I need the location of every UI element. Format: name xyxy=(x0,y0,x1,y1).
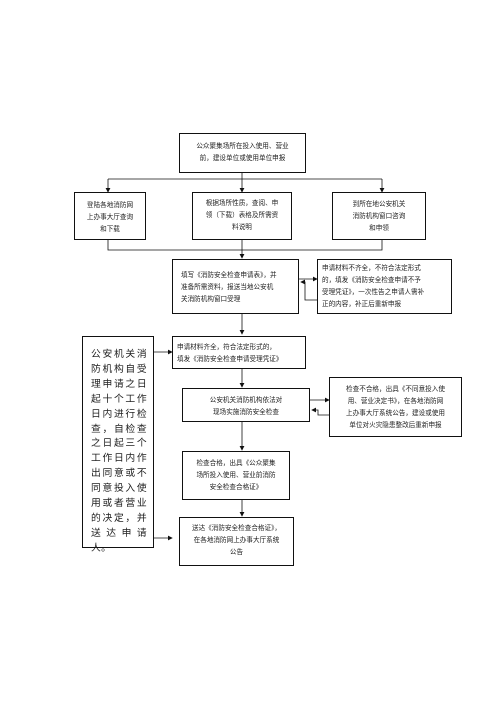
node-deliver-certificate-text: 送达《消防安全检查合格证》， 在各地消防网上办事大厅系统 公告 xyxy=(191,524,281,556)
node-fill-application: 填写《消防安全检查申请表》，并 准备所需资料，报送当地公安机 关消防机构窗口受理 xyxy=(172,259,299,314)
arrow-n9-n8 xyxy=(311,407,329,416)
node-deliver-certificate: 送达《消防安全检查合格证》， 在各地消防网上办事大厅系统 公告 xyxy=(179,517,294,566)
node-accepted: 申请材料齐全，符合法定形式的， 填发《消防安全检查申请受理凭证》 xyxy=(172,336,306,369)
line-n2-down xyxy=(107,240,242,251)
node-time-limit-note: 公安机关消防机构自受理申请之日起十个工作日内进行检查，自检查之日起三个工作日内作… xyxy=(82,336,154,554)
node-inspection-passed: 检查合格，出具《公众聚集 场所投入使用、营业前消防 安全检查合格证》 xyxy=(182,451,290,500)
node-declare-text: 公众聚集场所在投入使用、营业 前，建设单位或使用单位申报 xyxy=(196,142,289,162)
node-inspection-failed: 检查不合格，出具《不同意投入使 用、营业决定书》，在各地消防网 上办事大厅系统公… xyxy=(329,377,462,437)
arrow-n6-n5 xyxy=(300,279,317,301)
node-inspection-failed-text: 检查不合格，出具《不同意投入使 用、营业决定书》，在各地消防网 上办事大厅系统公… xyxy=(346,385,445,429)
node-inspection-passed-text: 检查合格，出具《公众聚集 场所投入使用、营业前消防 安全检查合格证》 xyxy=(196,459,276,491)
node-site-inspection: 公安机关消防机构依法对 现场实施消防安全检查 xyxy=(182,388,310,422)
node-site-inspection-text: 公安机关消防机构依法对 现场实施消防安全检查 xyxy=(209,396,283,416)
node-consult-forms: 根据场所性质，查阅、申 领（下载）表格及所需资 料说明 xyxy=(192,192,292,240)
node-window-consult-text: 到所在地公安机关 消防机构窗口咨询 和申领 xyxy=(352,200,406,232)
node-fill-application-text: 填写《消防安全检查申请表》，并 准备所需资料，报送当地公安机 关消防机构窗口受理 xyxy=(181,271,277,303)
node-accepted-text: 申请材料齐全，符合法定形式的， 填发《消防安全检查申请受理凭证》 xyxy=(177,343,283,363)
node-declare: 公众聚集场所在投入使用、营业 前，建设单位或使用单位申报 xyxy=(179,133,306,173)
node-incomplete-materials-text: 申请材料不齐全，不符合法定形式 的，填发《消防安全检查申请不予 受理凭证》，一次… xyxy=(322,264,425,308)
node-window-consult: 到所在地公安机关 消防机构窗口咨询 和申领 xyxy=(332,192,426,240)
line-n4-down xyxy=(242,240,383,251)
node-time-limit-note-text: 公安机关消防机构自受理申请之日起十个工作日内进行检查，自检查之日起三个工作日内作… xyxy=(91,349,147,554)
node-online-query-text: 登陆各地消防网 上办事大厅查询 和下载 xyxy=(86,201,134,233)
node-incomplete-materials: 申请材料不齐全，不符合法定形式 的，填发《消防安全检查申请不予 受理凭证》，一次… xyxy=(317,259,452,314)
node-consult-forms-text: 根据场所性质，查阅、申 领（下载）表格及所需资 料说明 xyxy=(205,199,279,231)
node-online-query: 登陆各地消防网 上办事大厅查询 和下载 xyxy=(74,192,146,240)
